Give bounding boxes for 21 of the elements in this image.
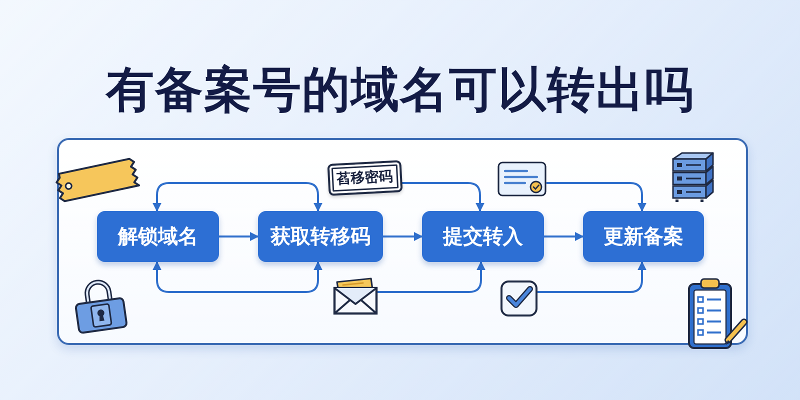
process-box <box>258 211 383 262</box>
step-label: 获取转移码 <box>270 223 370 250</box>
arrow <box>546 182 646 212</box>
step-label: 更新备案 <box>604 223 684 250</box>
card-icon <box>497 161 547 197</box>
step-label: 解锁域名 <box>118 223 198 250</box>
title: 有备案号的域名可以转出吗 <box>106 62 694 120</box>
arrow <box>382 232 423 241</box>
envelope-icon <box>333 277 378 315</box>
checkbox-icon <box>500 280 538 317</box>
double-arrow <box>152 182 322 212</box>
arrow <box>377 261 486 293</box>
process-box <box>97 211 219 262</box>
arrow <box>218 232 259 241</box>
arrow <box>537 261 646 293</box>
process-box <box>583 211 704 262</box>
step-label: 提交转入 <box>443 223 523 250</box>
process-box <box>422 211 544 262</box>
double-arrow <box>152 261 322 293</box>
sticker-text: 萏移密码 <box>336 168 394 188</box>
arrow <box>543 232 584 241</box>
